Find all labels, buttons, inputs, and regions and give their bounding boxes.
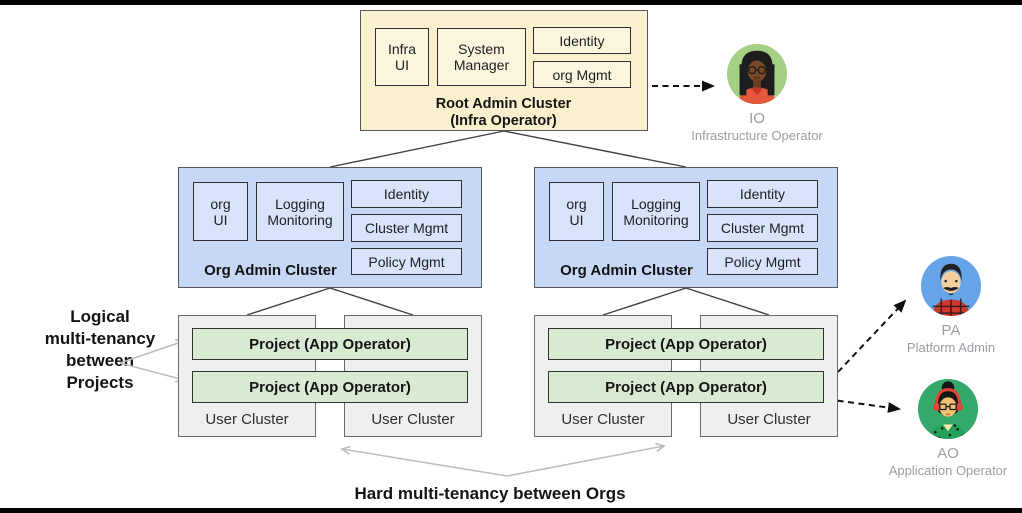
- project-to-ao-dashed-arrow: [795, 394, 901, 413]
- hierarchy-lines: [246, 130, 770, 316]
- persona-initials: IO: [749, 110, 765, 127]
- org-right-to-uc2-line: [685, 287, 770, 316]
- user-cluster-group-right: Project (App Operator) Project (App Oper…: [534, 315, 838, 437]
- project-bar: Project (App Operator): [548, 328, 824, 360]
- project-bar: Project (App Operator): [192, 371, 468, 403]
- root-admin-cluster-box: Infra UI System Manager Identity org Mgm…: [360, 10, 648, 131]
- top-black-border: [0, 0, 1022, 5]
- component-identity: Identity: [533, 27, 631, 54]
- org-left-to-uc1-line: [246, 287, 331, 316]
- root-admin-cluster-label: Root Admin Cluster (Infra Operator): [435, 96, 572, 129]
- bottom-black-border: [0, 508, 1022, 513]
- project-bar: Project (App Operator): [548, 371, 824, 403]
- component-logging-monitoring: Logging Monitoring: [612, 182, 700, 241]
- org-admin-cluster-label: Org Admin Cluster: [560, 262, 693, 279]
- persona-pa: PA Platform Admin: [871, 255, 1022, 355]
- component-cluster-mgmt: Cluster Mgmt: [351, 214, 462, 242]
- component-org-ui: org UI: [549, 182, 604, 241]
- usercluster-to-pa-dashed-arrow: [837, 299, 907, 373]
- persona-ao: AO Application Operator: [868, 378, 1022, 478]
- logical-tenancy-arrow-bottom: [119, 362, 186, 383]
- org-left-to-uc2-line: [329, 287, 414, 316]
- user-cluster-group-left: Project (App Operator) Project (App Oper…: [178, 315, 482, 437]
- component-policy-mgmt: Policy Mgmt: [351, 248, 462, 275]
- root-to-org-left-line: [329, 130, 505, 168]
- persona-role: Infrastructure Operator: [691, 128, 823, 143]
- user-cluster-label: User Cluster: [371, 411, 455, 428]
- component-org-mgmt: org Mgmt: [533, 61, 631, 88]
- user-cluster-label: User Cluster: [727, 411, 811, 428]
- ao-avatar-icon: [917, 378, 979, 440]
- persona-io: IO Infrastructure Operator: [677, 43, 837, 143]
- org-right-to-uc1-line: [602, 287, 687, 316]
- persona-role: Application Operator: [888, 463, 1008, 478]
- user-cluster-label: User Cluster: [561, 411, 645, 428]
- root-to-org-right-line: [503, 130, 687, 168]
- pa-avatar-icon: [920, 255, 982, 317]
- logical-tenancy-note: Logical multi-tenancy between Projects: [44, 307, 156, 392]
- persona-initials: AO: [937, 445, 959, 462]
- user-cluster-label: User Cluster: [205, 411, 289, 428]
- component-org-ui: org UI: [193, 182, 248, 241]
- persona-initials: PA: [941, 322, 961, 339]
- component-system-manager: System Manager: [437, 28, 526, 86]
- project-bar: Project (App Operator): [192, 328, 468, 360]
- component-cluster-mgmt: Cluster Mgmt: [707, 214, 818, 242]
- org-admin-cluster-right-box: org UI Logging Monitoring Identity Clust…: [534, 167, 838, 288]
- hard-tenancy-arrow-right: [506, 442, 666, 477]
- org-admin-cluster-label: Org Admin Cluster: [204, 262, 337, 279]
- io-avatar-icon: [726, 43, 788, 105]
- org-admin-cluster-left-box: org UI Logging Monitoring Identity Clust…: [178, 167, 482, 288]
- logical-tenancy-arrow-top: [119, 339, 186, 364]
- component-logging-monitoring: Logging Monitoring: [256, 182, 344, 241]
- hard-tenancy-note: Hard multi-tenancy between Orgs: [354, 484, 626, 503]
- component-infra-ui: Infra UI: [375, 28, 429, 86]
- hard-tenancy-arrow-left: [340, 445, 508, 477]
- persona-role: Platform Admin: [906, 340, 996, 355]
- component-identity: Identity: [707, 180, 818, 208]
- component-identity: Identity: [351, 180, 462, 208]
- component-policy-mgmt: Policy Mgmt: [707, 248, 818, 275]
